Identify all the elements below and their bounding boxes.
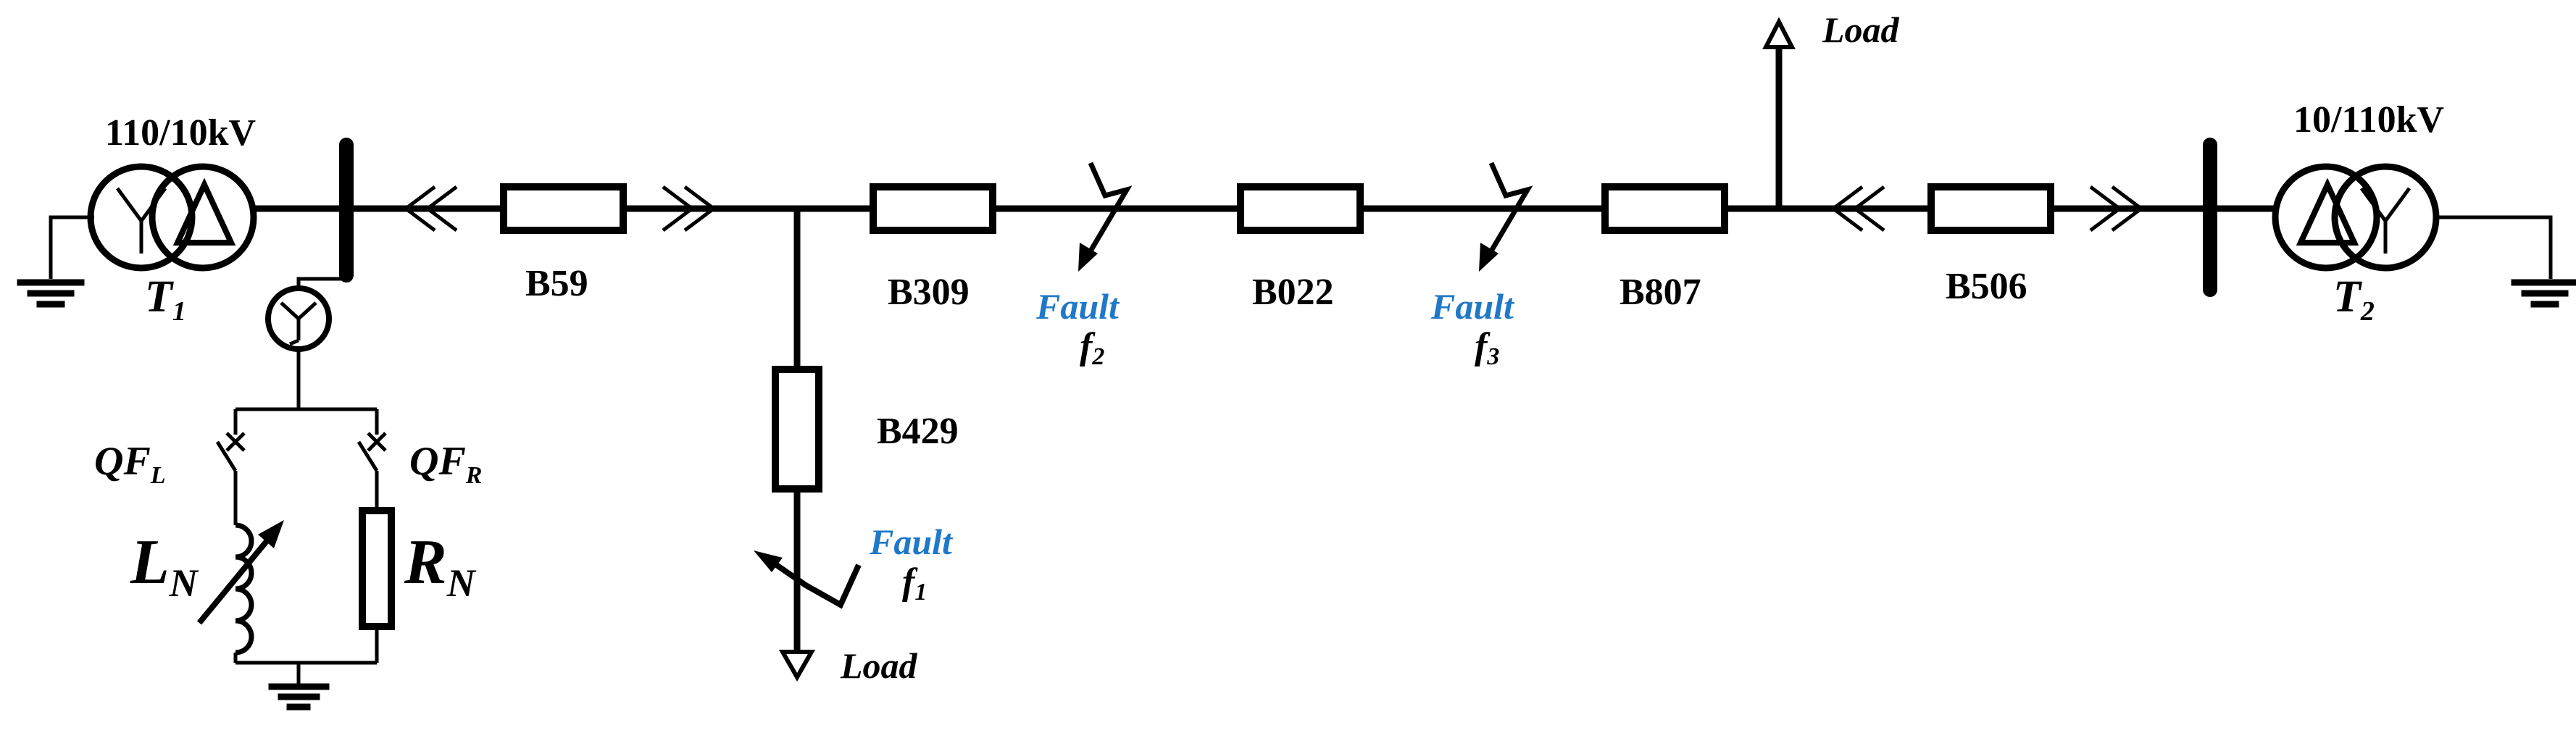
qf-right-label: QFR xyxy=(409,439,482,489)
cable-b807-label: B807 xyxy=(1620,272,1701,313)
inductor-ln xyxy=(196,500,284,663)
load-top-arrow-icon xyxy=(1762,17,1796,49)
wye-symbol xyxy=(115,187,167,254)
cable-b59 xyxy=(402,183,717,234)
fault-f2-name: f2 xyxy=(1080,326,1104,370)
load-top-label: Load xyxy=(1822,9,1900,50)
variable-arrow-icon xyxy=(196,520,284,625)
t2-rating: 10/110kV xyxy=(2293,99,2444,141)
t1-label: T1 xyxy=(145,272,186,327)
switch-qf-left xyxy=(215,409,246,500)
qf-left-label: QFL xyxy=(94,439,166,489)
wye-symbol xyxy=(2359,187,2412,254)
cable-b309 xyxy=(870,183,996,234)
switch-qf-right xyxy=(357,409,387,511)
cable-b807 xyxy=(1601,183,1728,234)
grounding-transformer-wye-icon xyxy=(280,301,317,346)
cable-b429-label: B429 xyxy=(877,411,959,452)
fault-f2-bolt-icon xyxy=(1078,162,1133,272)
fault-f3-name: f3 xyxy=(1475,326,1499,370)
t1-ground xyxy=(17,215,94,308)
fault-f1-label: Fault xyxy=(869,522,954,562)
transformer-t1 xyxy=(87,163,344,272)
cable-b506-label: B506 xyxy=(1946,266,2027,307)
inductor-label: LN xyxy=(130,527,199,605)
transformer-t2 xyxy=(2272,163,2440,272)
load-bottom-label: Load xyxy=(840,645,918,686)
fault-f1-bolt-icon xyxy=(754,550,862,609)
resistor-rn xyxy=(359,507,395,630)
fault-f2-label: Fault xyxy=(1035,286,1120,327)
cable-b022 xyxy=(1237,183,1364,234)
fault-f1-name: f1 xyxy=(902,561,927,606)
grounding-branch-ground-icon xyxy=(268,683,330,711)
load-top-branch xyxy=(1762,17,1796,212)
branch-b429 xyxy=(754,205,862,682)
load-bottom-arrow-icon xyxy=(778,650,816,682)
grounding-branch xyxy=(196,272,395,711)
delta-symbol xyxy=(172,177,236,246)
cable-b309-label: B309 xyxy=(888,272,970,313)
resistor-label: RN xyxy=(404,527,477,605)
fault-f3-label: Fault xyxy=(1430,286,1515,327)
t2-label: T2 xyxy=(2333,272,2375,327)
cable-b022-label: B022 xyxy=(1252,272,1334,313)
fault-f3-bolt-icon xyxy=(1479,162,1533,272)
t1-rating: 110/10kV xyxy=(105,112,256,154)
delta-symbol xyxy=(2296,177,2359,246)
cable-b429 xyxy=(772,366,822,493)
cable-b59-label: B59 xyxy=(525,263,588,304)
t2-ground xyxy=(2436,215,2576,308)
cable-b506 xyxy=(1830,183,2145,234)
